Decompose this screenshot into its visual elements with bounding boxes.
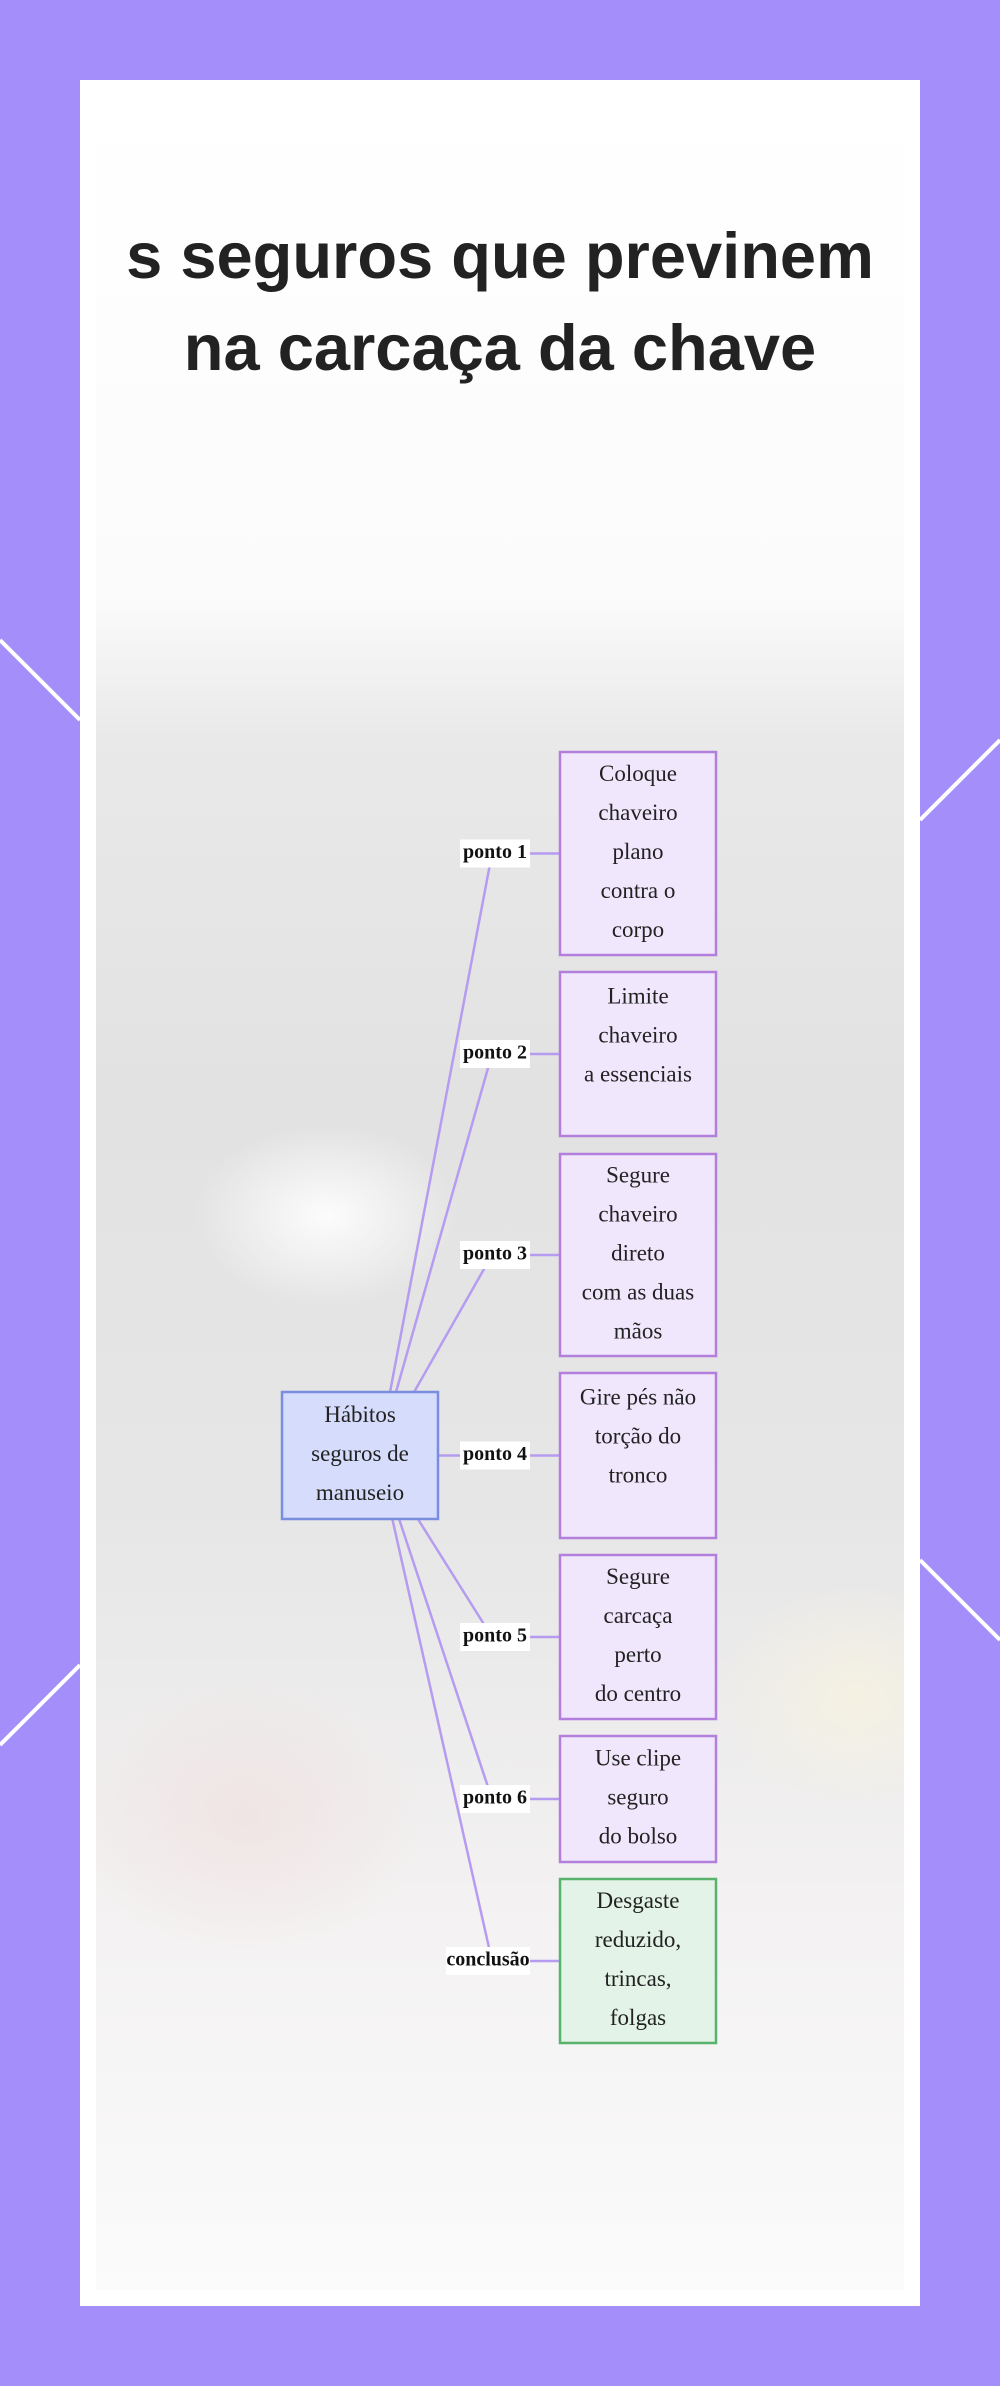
branch-node-2-line-3: a essenciais — [584, 1061, 692, 1086]
conclusion-node — [558, 1877, 718, 2045]
title-line-2: na carcaça da chave — [183, 311, 817, 384]
branch-node-6 — [558, 1734, 718, 1864]
branch-node-1-line-5: corpo — [612, 917, 664, 942]
title-line-1: s seguros que previnem — [126, 219, 874, 292]
edge-label-1: ponto 1 — [463, 841, 527, 863]
page-title: s seguros que previnem na carcaça da cha… — [0, 210, 1000, 394]
edge-label-bg-1 — [460, 839, 530, 868]
branch-node-7-line-4: folgas — [610, 2005, 666, 2030]
branch-node-5-line-4: do centro — [595, 1681, 681, 1706]
edge-label-bg-3 — [460, 1241, 530, 1269]
edge-label-3: ponto 3 — [463, 1243, 527, 1265]
edge-label-bg-2 — [460, 1040, 530, 1068]
root-node-line-1: Hábitos — [324, 1402, 396, 1427]
branch-node-4-line-2: torção do — [595, 1423, 681, 1448]
branch-node-7-line-1: Desgaste — [596, 1888, 679, 1913]
branch-node-4-line-1: Gire pés não — [580, 1384, 696, 1409]
branch-node-3-line-1: Segure — [606, 1162, 670, 1187]
branch-node-6-line-2: seguro — [607, 1784, 668, 1809]
branch-node-7-line-3: trincas, — [604, 1966, 671, 1991]
branch-node-1-line-4: contra o — [601, 878, 676, 903]
branch-node-5-line-3: perto — [614, 1642, 661, 1667]
branch-node-5-line-1: Segure — [606, 1564, 670, 1589]
edge-7 — [376, 1455, 560, 1963]
branch-node-3-line-4: com as duas — [582, 1279, 694, 1304]
branch-node-3-line-2: chaveiro — [598, 1201, 677, 1226]
branch-node-6-line-1: Use clipe — [595, 1745, 681, 1770]
branch-node-1-line-3: plano — [612, 839, 663, 864]
edge-label-4: ponto 4 — [463, 1443, 527, 1465]
edge-label-bg-5 — [460, 1623, 530, 1651]
edge-label-2: ponto 2 — [463, 1042, 527, 1064]
branch-node-1 — [558, 750, 718, 957]
edge-label-7: conclusão — [446, 1949, 529, 1971]
branch-node-2-line-2: chaveiro — [598, 1022, 677, 1047]
branch-node-4 — [558, 1371, 718, 1540]
deco-line-left-top — [0, 638, 82, 722]
edge-label-bg-4 — [460, 1441, 530, 1470]
branch-node-5 — [558, 1553, 718, 1721]
root-node-line-3: manuseio — [316, 1480, 404, 1505]
edge-label-6: ponto 6 — [463, 1787, 527, 1809]
content-card — [80, 80, 920, 2306]
branch-node-1-line-2: chaveiro — [598, 800, 677, 825]
branch-node-1-line-1: Coloque — [599, 761, 677, 786]
branch-node-2 — [558, 970, 718, 1138]
branch-node-5-line-2: carcaça — [604, 1603, 673, 1628]
branch-node-3-line-3: direto — [611, 1240, 665, 1265]
branch-node-4-line-3: tronco — [609, 1462, 668, 1487]
edge-label-5: ponto 5 — [463, 1625, 527, 1647]
branch-node-6-line-3: do bolso — [599, 1823, 678, 1848]
deco-line-right-top — [918, 738, 1000, 822]
root-node-line-2: seguros de — [311, 1441, 409, 1466]
edge-label-bg-7 — [446, 1947, 530, 1975]
deco-line-left-bottom — [0, 1663, 82, 1747]
branch-node-2-line-1: Limite — [607, 983, 668, 1008]
root-node — [280, 1390, 440, 1521]
edge-label-bg-6 — [460, 1785, 530, 1813]
deco-line-right-bottom — [918, 1558, 1000, 1642]
edge-1 — [376, 852, 560, 1456]
branch-node-7-line-2: reduzido, — [595, 1927, 681, 1952]
card-background — [96, 96, 904, 2290]
nodes-layer: ponto 1 Coloque chaveiro plano contra o corpo… — [280, 750, 718, 2045]
branch-node-3-line-5: mãos — [614, 1318, 663, 1343]
branch-node-3 — [558, 1152, 718, 1358]
